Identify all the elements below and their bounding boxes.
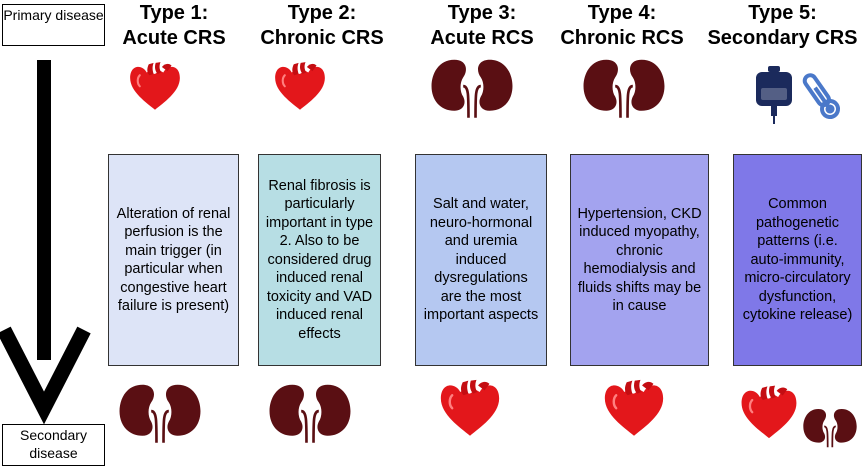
heart-icon	[740, 384, 798, 440]
primary-disease-label: Primary disease	[2, 4, 105, 46]
type-5-title: Type 5:Secondary CRS	[707, 2, 858, 49]
kidneys-icon	[118, 383, 202, 443]
type-2-description-box: Renal fibrosis is particularly important…	[258, 154, 381, 366]
kidneys-icon	[802, 408, 858, 448]
type-4-title: Type 4:Chronic RCS	[560, 2, 684, 49]
thermometer-icon	[802, 73, 841, 120]
iv-bag-icon	[756, 66, 792, 124]
type-1-title: Type 1:Acute CRS	[122, 2, 226, 49]
type-4-description-box: Hypertension, CKD induced myopathy, chro…	[570, 154, 709, 366]
kidneys-icon	[582, 58, 666, 118]
heart-icon	[439, 378, 501, 437]
kidneys-icon	[268, 383, 352, 443]
type-3-description-box: Salt and water, neuro-hormonal and uremi…	[415, 154, 547, 366]
kidneys-icon	[430, 58, 514, 118]
heart-icon	[274, 61, 326, 111]
heart-icon	[129, 61, 181, 111]
flow-down-arrow-icon	[0, 60, 91, 425]
type-5-description-box: Common pathogenetic patterns (i.e. auto-…	[733, 154, 862, 366]
type-1-description-box: Alteration of renal perfusion is the mai…	[108, 154, 239, 366]
type-3-title: Type 3:Acute RCS	[430, 2, 534, 49]
heart-icon	[603, 378, 665, 437]
type-2-title: Type 2:Chronic CRS	[260, 2, 384, 49]
secondary-disease-label: Secondary disease	[2, 424, 105, 466]
